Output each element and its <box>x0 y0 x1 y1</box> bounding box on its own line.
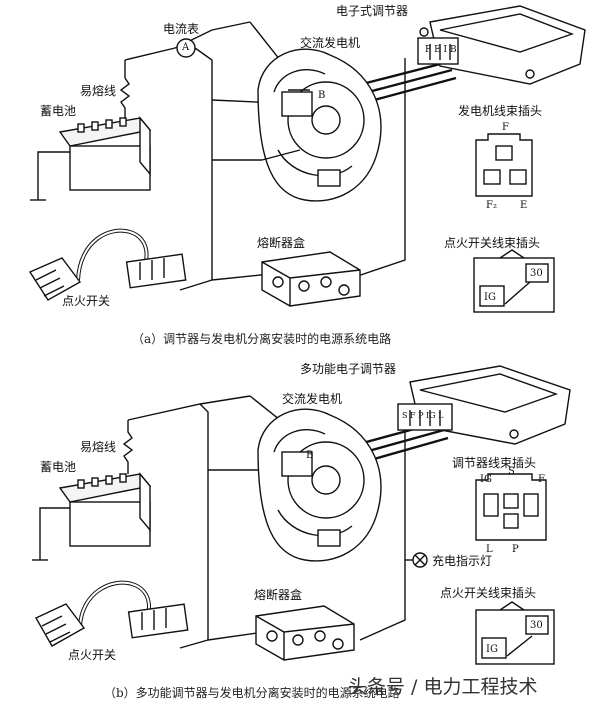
fuse-wire-label-a: 易熔线 <box>80 84 117 98</box>
fuse-box-label-a: 熔断器盒 <box>257 236 306 250</box>
ign-plug-label-b: 点火开关线束插头 <box>440 586 537 600</box>
ground-symbol-b <box>32 507 70 561</box>
ground-symbol-a <box>30 151 70 201</box>
gen-plug-f2-a: F₂ <box>486 200 497 211</box>
fuse-wire-b <box>122 420 134 474</box>
ammeter-a <box>176 38 196 58</box>
caption-b: （b）多功能调节器与发电机分离安装时的电源系统电路 <box>104 686 400 700</box>
ign-30-a: 30 <box>530 268 543 279</box>
alternator-label-b: 交流发电机 <box>282 392 343 406</box>
fuse-wire-a <box>119 60 131 118</box>
regulator-label-b: 多功能电子调节器 <box>300 362 397 376</box>
battery-b <box>58 472 152 547</box>
watermark: 头条号 / 电力工程技术 <box>348 676 538 698</box>
regulator-b <box>397 365 571 445</box>
ign-plug-a <box>473 249 555 313</box>
alternator-a <box>257 48 382 202</box>
regulator-a <box>417 5 586 85</box>
ign-switch-label-a: 点火开关 <box>62 294 111 308</box>
ign-plug-label-a: 点火开关线束插头 <box>444 236 541 250</box>
caption-a: （a）调节器与发电机分离安装时的电源系统电路 <box>132 332 392 346</box>
regulator-terminals-b: S F P IG L <box>402 411 444 420</box>
reg-plug-p-b: P <box>512 544 519 555</box>
fuse-wire-label-b: 易熔线 <box>80 440 117 454</box>
gen-plug-label-a: 发电机线束插头 <box>458 104 543 118</box>
ammeter-symbol-a: A <box>182 42 190 53</box>
alternator-b <box>257 408 382 562</box>
reg-plug-ig-b: IG <box>480 474 492 485</box>
ammeter-label-a: 电流表 <box>163 22 200 36</box>
reg-plug-b <box>475 473 547 541</box>
gen-plug-a <box>475 133 533 197</box>
terminal-b-b: B <box>306 450 314 461</box>
alternator-label-a: 交流发电机 <box>300 36 361 50</box>
fuse-box-label-b: 熔断器盒 <box>254 588 303 602</box>
fuse-box-a <box>261 251 361 307</box>
panel-b <box>32 365 571 665</box>
regulator-label-a: 电子式调节器 <box>336 4 409 18</box>
regulator-terminals-a: F E I B <box>425 45 457 55</box>
reg-plug-s-b: S <box>508 466 515 477</box>
battery-a <box>58 116 152 191</box>
terminal-b-a: B <box>318 90 326 101</box>
reg-plug-label-b: 调节器线束插头 <box>452 456 537 470</box>
reg-plug-f-b: F <box>538 474 545 485</box>
fuse-box-b <box>255 605 355 661</box>
gen-plug-f-a: F <box>502 122 509 133</box>
ign-plug-b <box>475 601 555 665</box>
charge-lamp-label-b: 充电指示灯 <box>432 554 493 568</box>
reg-plug-l-b: L <box>486 544 493 555</box>
gen-plug-e-a: E <box>520 200 528 211</box>
battery-label-a: 蓄电池 <box>40 104 77 118</box>
ign-ig-b: IG <box>486 644 498 655</box>
battery-label-b: 蓄电池 <box>40 460 77 474</box>
ign-30-b: 30 <box>530 620 543 631</box>
ign-ig-a: IG <box>484 292 496 303</box>
ign-switch-a <box>28 228 187 301</box>
ign-switch-b <box>35 580 189 647</box>
ign-switch-label-b: 点火开关 <box>68 648 117 662</box>
panel-a <box>28 5 586 313</box>
